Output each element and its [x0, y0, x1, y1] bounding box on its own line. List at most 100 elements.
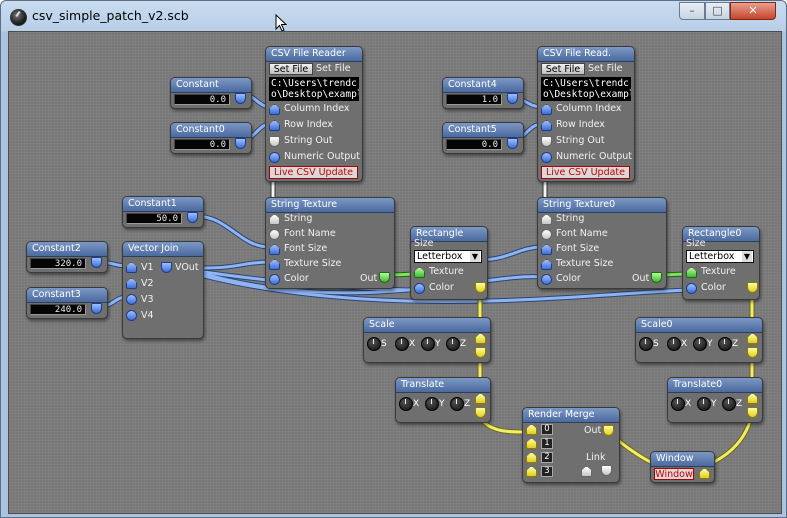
z-knob-icon[interactable] [450, 397, 464, 411]
output-pin-icon[interactable] [507, 138, 518, 149]
constant5-node[interactable]: Constant5 0.0 [442, 122, 524, 154]
out-pin-icon[interactable] [603, 425, 614, 436]
s-knob-icon[interactable] [639, 337, 653, 351]
string-out-pin-icon[interactable] [541, 136, 552, 147]
render-out-pin-icon[interactable] [747, 282, 758, 293]
output-pin-icon[interactable] [235, 138, 246, 149]
string-out-pin-icon[interactable] [269, 136, 280, 147]
constant0-node[interactable]: Constant0 0.0 [170, 122, 252, 154]
rectangle-node[interactable]: Rectangle Size Letterbox Texture Color [410, 226, 488, 300]
value-field[interactable]: 1.0 [446, 94, 502, 105]
constant-node[interactable]: Constant 0.0 [170, 77, 252, 109]
title-bar[interactable]: csv_simple_patch_v2.scb – □ ✕ [1, 1, 786, 32]
value-field[interactable]: 50.0 [126, 213, 182, 224]
v4-pin-icon[interactable] [126, 310, 137, 321]
rectangle0-node[interactable]: Rectangle0 Size Letterbox Texture Color [682, 226, 760, 300]
render-in-pin-icon[interactable] [475, 393, 486, 404]
constant4-node[interactable]: Constant4 1.0 [442, 77, 524, 109]
live-csv-update-toggle[interactable]: Live CSV Update [541, 166, 630, 179]
input-1-pin-icon[interactable] [526, 438, 537, 449]
string-pin-icon[interactable] [269, 214, 280, 225]
z-knob-icon[interactable] [718, 337, 732, 351]
csv-file-reader-node[interactable]: CSV File Reader Set File Set File C:\Use… [265, 46, 363, 182]
output-pin-icon[interactable] [507, 93, 518, 104]
font-name-pin-icon[interactable] [269, 229, 280, 240]
font-name-pin-icon[interactable] [541, 229, 552, 240]
row-index-pin-icon[interactable] [269, 120, 280, 131]
numeric-output-pin-icon[interactable] [541, 152, 552, 163]
file-path-field[interactable]: C:\Users\trendc o\Desktop\exampl [541, 77, 631, 101]
input-3-pin-icon[interactable] [526, 466, 537, 477]
translate-node[interactable]: Translate X Y Z [395, 377, 491, 423]
render-out-pin-icon[interactable] [747, 347, 758, 358]
y-knob-icon[interactable] [693, 337, 707, 351]
x-knob-icon[interactable] [395, 337, 409, 351]
input-0-pin-icon[interactable] [526, 424, 537, 435]
z-knob-icon[interactable] [722, 397, 736, 411]
window-toggle-button[interactable]: Window [654, 468, 694, 480]
scale-node[interactable]: Scale S X Y Z [363, 317, 491, 363]
render-in-pin-icon[interactable] [747, 333, 758, 344]
size-select[interactable]: Letterbox [686, 250, 754, 263]
render-out-pin-icon[interactable] [475, 407, 486, 418]
csv-file-reader-2-node[interactable]: CSV File Read. Set File Set File C:\User… [537, 46, 635, 182]
constant1-node[interactable]: Constant1 50.0 [122, 196, 204, 228]
patch-canvas[interactable]: Constant 0.0 Constant0 0.0 Constant4 1.0… [8, 31, 782, 514]
link-out-pin-icon[interactable] [601, 465, 612, 476]
color-pin-icon[interactable] [686, 283, 697, 294]
s-knob-icon[interactable] [367, 337, 381, 351]
x-knob-icon[interactable] [667, 337, 681, 351]
minimize-button[interactable]: – [679, 2, 705, 20]
vout-pin-icon[interactable] [161, 262, 172, 273]
string-pin-icon[interactable] [541, 214, 552, 225]
row-index-pin-icon[interactable] [541, 120, 552, 131]
column-index-pin-icon[interactable] [541, 104, 552, 115]
vector-join-node[interactable]: Vector Join V1 V2 V3 V4 VOut [122, 241, 204, 339]
texture-size-pin-icon[interactable] [541, 259, 552, 270]
string-texture0-node[interactable]: String Texture0 String Font Name Font Si… [537, 197, 667, 289]
render-out-pin-icon[interactable] [475, 282, 486, 293]
render-in-pin-icon[interactable] [475, 333, 486, 344]
translate0-node[interactable]: Translate0 X Y Z [667, 377, 763, 423]
value-field[interactable]: 0.0 [174, 139, 230, 150]
render-in-pin-icon[interactable] [699, 468, 710, 479]
constant2-node[interactable]: Constant2 320.0 [26, 241, 108, 273]
x-knob-icon[interactable] [671, 397, 685, 411]
set-file-button[interactable]: Set File [541, 63, 585, 75]
set-file-button[interactable]: Set File [269, 63, 313, 75]
out-pin-icon[interactable] [651, 272, 662, 283]
maximize-button[interactable]: □ [705, 2, 730, 20]
file-path-field[interactable]: C:\Users\trendc o\Desktop\exampl [269, 77, 359, 101]
input-2-pin-icon[interactable] [526, 452, 537, 463]
scale0-node[interactable]: Scale0 S X Y Z [635, 317, 763, 363]
output-pin-icon[interactable] [187, 212, 198, 223]
value-field[interactable]: 240.0 [30, 304, 86, 315]
value-field[interactable]: 0.0 [174, 94, 230, 105]
close-button[interactable]: ✕ [730, 2, 776, 20]
x-knob-icon[interactable] [399, 397, 413, 411]
value-field[interactable]: 0.0 [446, 139, 502, 150]
constant3-node[interactable]: Constant3 240.0 [26, 287, 108, 319]
render-merge-node[interactable]: Render Merge 0 1 2 3 Out Link [522, 407, 620, 483]
y-knob-icon[interactable] [425, 397, 439, 411]
y-knob-icon[interactable] [697, 397, 711, 411]
v2-pin-icon[interactable] [126, 278, 137, 289]
color-pin-icon[interactable] [269, 274, 280, 285]
v1-pin-icon[interactable] [126, 262, 137, 273]
string-texture-node[interactable]: String Texture String Font Name Font Siz… [265, 197, 395, 289]
texture-pin-icon[interactable] [686, 267, 697, 278]
color-pin-icon[interactable] [414, 283, 425, 294]
texture-pin-icon[interactable] [414, 267, 425, 278]
numeric-output-pin-icon[interactable] [269, 152, 280, 163]
live-csv-update-toggle[interactable]: Live CSV Update [269, 166, 358, 179]
texture-size-pin-icon[interactable] [269, 259, 280, 270]
size-select[interactable]: Letterbox [414, 250, 482, 263]
z-knob-icon[interactable] [446, 337, 460, 351]
output-pin-icon[interactable] [235, 93, 246, 104]
out-pin-icon[interactable] [379, 272, 390, 283]
color-pin-icon[interactable] [541, 274, 552, 285]
render-out-pin-icon[interactable] [747, 407, 758, 418]
window-node[interactable]: Window Window [650, 451, 715, 483]
output-pin-icon[interactable] [91, 303, 102, 314]
link-in-pin-icon[interactable] [581, 466, 592, 477]
